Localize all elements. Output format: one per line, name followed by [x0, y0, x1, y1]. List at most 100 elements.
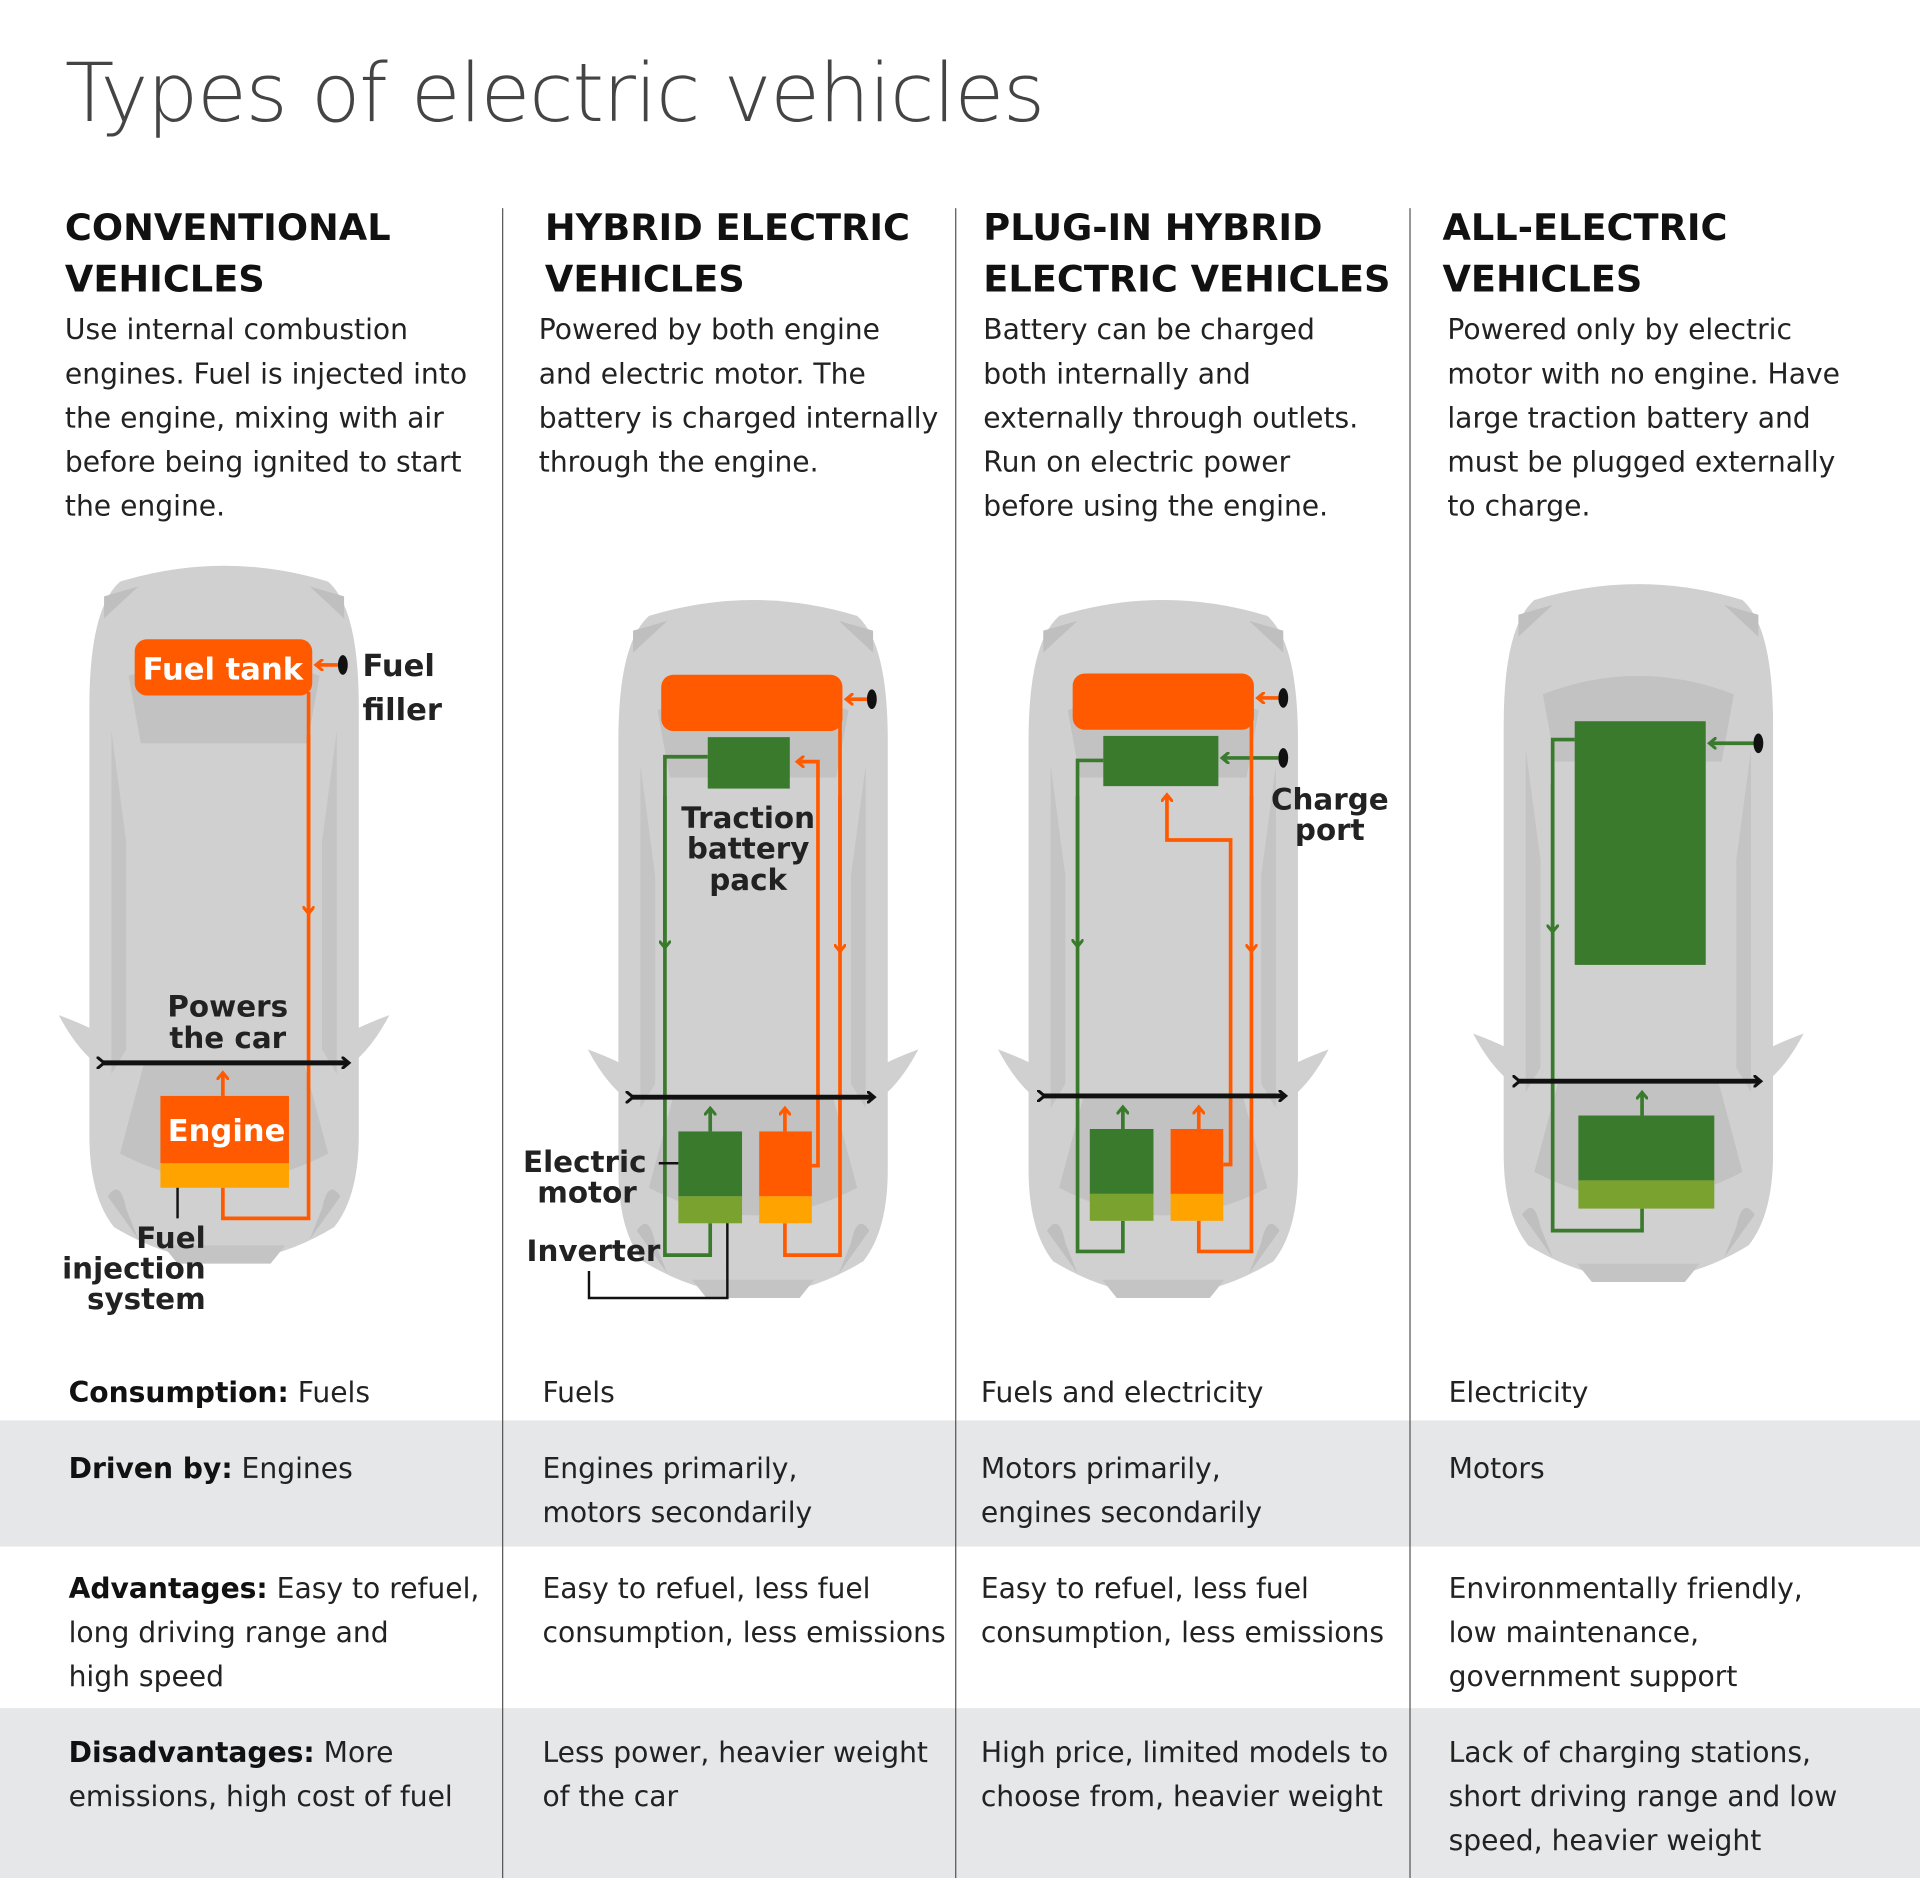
fuel-injection-label: injection	[62, 1251, 206, 1285]
engine-label: Engine	[168, 1114, 286, 1149]
heading-line: HYBRID ELECTRIC	[544, 206, 911, 250]
line-text: consumption, less emissions	[542, 1617, 946, 1650]
engine-box	[160, 1095, 289, 1164]
line-text: motors secondarily	[542, 1497, 813, 1530]
text-line: short driving range and low	[1449, 1776, 1838, 1820]
text-line: must be plugged externally	[1447, 441, 1840, 485]
advantages-cell-2: Easy to refuel, less fuel consumption, le…	[981, 1567, 1384, 1655]
charge-port-dot	[1278, 748, 1289, 768]
text-line: through the engine.	[539, 441, 938, 485]
text-line: engines. Fuel is injected into	[65, 353, 467, 397]
line-text: Easy to refuel, less fuel	[542, 1573, 871, 1606]
text-line: speed, heavier weight	[1449, 1820, 1838, 1864]
charge-port-label: port	[1295, 813, 1365, 847]
fuel-filler-dot	[866, 689, 877, 709]
line-text: More	[323, 1737, 394, 1770]
line-text: to charge.	[1447, 491, 1591, 523]
engine-box	[1170, 1128, 1224, 1194]
consumption-cell-0: Consumption: Fuels	[69, 1371, 370, 1415]
advantages-cell-1: Easy to refuel, less fuel consumption, le…	[542, 1567, 945, 1655]
line-text: Battery can be charged	[983, 314, 1315, 347]
column-divider	[955, 208, 957, 1878]
driven-cell-0: Driven by: Engines	[69, 1447, 353, 1491]
line-text: through the engine.	[538, 446, 819, 479]
line-text: externally through outlets.	[983, 402, 1359, 435]
fuel-injection-label: Fuel	[136, 1221, 206, 1255]
line-text: Engines	[241, 1453, 353, 1486]
the-car-label: the car	[169, 1021, 286, 1055]
text-line: Motors	[1449, 1447, 1545, 1491]
line-text: High price, limited models to	[980, 1737, 1389, 1770]
text-line: Easy to refuel, less fuel	[981, 1567, 1384, 1611]
heading-all-electric: ALL-ELECTRIC VEHICLES	[1442, 203, 1727, 306]
text-line: of the car	[542, 1776, 928, 1820]
text-line: Battery can be charged	[983, 309, 1358, 353]
consumption-cell-3: Electricity	[1448, 1377, 1589, 1410]
conventional-car-diagram: Fuel tank Engine Powers the car Fuel fil…	[58, 565, 442, 1316]
line-text: Run on electric power	[983, 446, 1291, 479]
text-line: the engine.	[65, 485, 467, 529]
text-line: before being ignited to start	[65, 441, 467, 485]
line-text: emissions, high cost of fuel	[68, 1781, 453, 1814]
line-text: before being ignited to start	[64, 446, 462, 479]
text-line: Disadvantages: More	[69, 1731, 453, 1775]
text-line: consumption, less emissions	[981, 1611, 1384, 1655]
line-text: Less power, heavier weight	[542, 1737, 928, 1770]
disadvantages-cell-0: Disadvantages: More emissions, high cost …	[69, 1731, 453, 1819]
text-line: Driven by: Engines	[69, 1447, 353, 1491]
line-text: must be plugged externally	[1447, 446, 1836, 479]
disadvantages-cell-1: Less power, heavier weight of the car	[542, 1731, 928, 1819]
consumption-cell-1: Fuels	[542, 1377, 615, 1410]
driven-cell-2: Motors primarily, engines secondarily	[981, 1447, 1262, 1535]
fuel-filler-dot	[1278, 688, 1289, 708]
line-text: large traction battery and	[1447, 402, 1811, 435]
text-line: Less power, heavier weight	[542, 1731, 928, 1775]
row-label: Disadvantages:	[68, 1737, 315, 1770]
line-text: Motors	[1448, 1453, 1545, 1486]
inverter-label: Inverter	[527, 1234, 661, 1268]
text-line: motor with no engine. Have	[1447, 353, 1840, 397]
line-text: the engine, mixing with air	[64, 402, 444, 435]
cell-value: Fuels	[297, 1377, 371, 1410]
text-line: Motors primarily,	[981, 1447, 1262, 1491]
line-text: engines secondarily	[980, 1497, 1263, 1530]
inverter-box	[1578, 1180, 1715, 1209]
text-line: High price, limited models to	[981, 1731, 1388, 1775]
text-line: Powered by both engine	[539, 309, 938, 353]
fuel-injection-box	[759, 1196, 812, 1224]
fuel-injection-box	[1170, 1193, 1224, 1221]
line-text: short driving range and low	[1448, 1781, 1838, 1814]
line-text: Engines primarily,	[542, 1453, 798, 1486]
line-text: speed, heavier weight	[1448, 1825, 1762, 1858]
text-line: both internally and	[983, 353, 1358, 397]
advantages-cell-3: Environmentally friendly,low maintenance…	[1449, 1567, 1803, 1699]
line-text: Powered by both engine	[538, 314, 880, 347]
text-line: motors secondarily	[542, 1491, 812, 1535]
row-band-driven	[0, 1420, 1920, 1547]
line-text: Use internal combustion	[64, 314, 408, 347]
text-line: Use internal combustion	[65, 309, 467, 353]
heading-line: VEHICLES	[1442, 258, 1643, 302]
fuel-filler-dot	[337, 655, 348, 675]
line-text: Motors primarily,	[980, 1453, 1221, 1486]
text-line: Lack of charging stations,	[1449, 1731, 1838, 1775]
heading-line: PLUG-IN HYBRID	[983, 206, 1323, 250]
traction-battery	[1574, 721, 1706, 965]
line-text: and electric motor. The	[538, 358, 866, 391]
heading-line: ALL-ELECTRIC	[1442, 206, 1728, 250]
fuel-filler-label: filler	[362, 693, 442, 728]
line-text: engines. Fuel is injected into	[64, 358, 468, 391]
line-text: government support	[1448, 1661, 1738, 1694]
text-line: Easy to refuel, less fuel	[542, 1567, 945, 1611]
text-line: and electric motor. The	[539, 353, 938, 397]
electric-motor-label: Electric	[523, 1145, 646, 1179]
line-text: before using the engine.	[983, 491, 1329, 523]
engine-box	[759, 1131, 812, 1197]
line-text: high speed	[68, 1661, 225, 1694]
inverter-box	[678, 1196, 743, 1224]
line-text: Easy to refuel, less fuel	[980, 1573, 1309, 1606]
text-line: the engine, mixing with air	[65, 397, 467, 441]
page-title: Types of electric vehicles	[64, 46, 1045, 141]
text-line: emissions, high cost of fuel	[69, 1776, 453, 1820]
